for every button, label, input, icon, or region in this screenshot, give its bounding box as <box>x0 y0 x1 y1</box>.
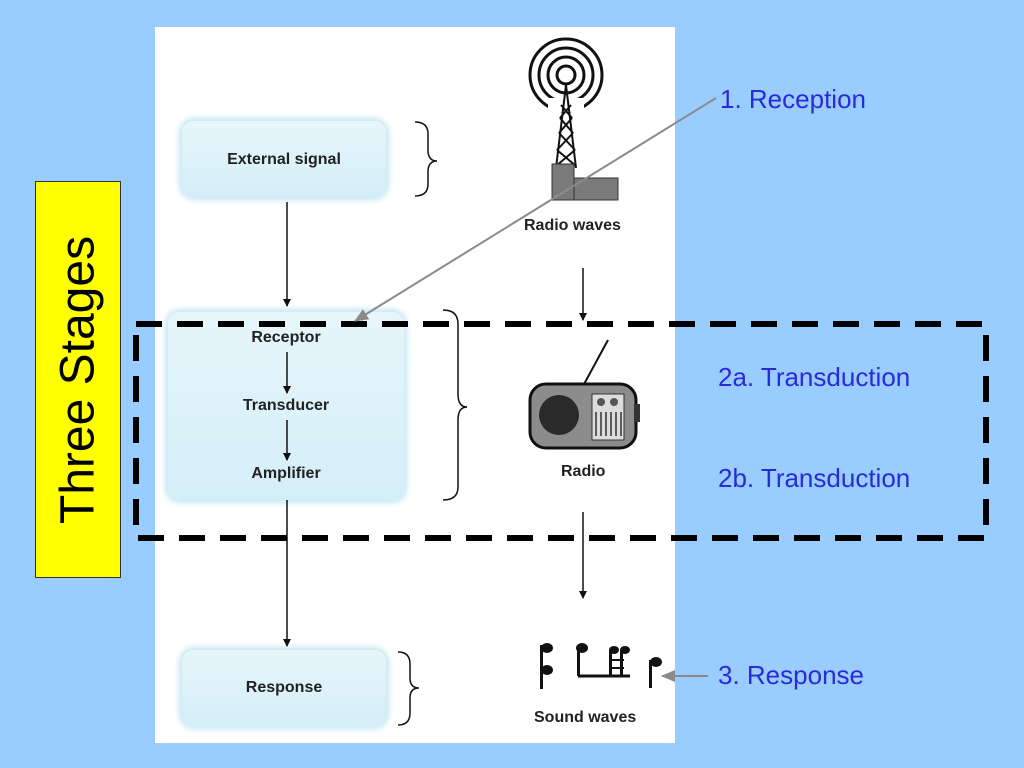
transduction-b-callout: 2b. Transduction <box>718 463 911 493</box>
response-label: Response <box>245 679 323 696</box>
radio-waves-label: Radio waves <box>524 217 621 234</box>
three-stages-text: Three Stages <box>51 235 105 524</box>
receptor-label: Receptor <box>251 329 321 346</box>
transduction-frame <box>133 321 989 541</box>
radio-tower-icon <box>528 37 619 201</box>
reception-callout: 1. Reception <box>720 84 866 114</box>
braces <box>397 121 468 726</box>
reception-pointer <box>354 97 717 322</box>
radio-label: Radio <box>561 463 606 480</box>
music-notes-icon <box>540 643 662 689</box>
sound-waves-label: Sound waves <box>534 709 637 726</box>
brace-transduction <box>442 309 468 501</box>
response-callout: 3. Response <box>718 660 864 690</box>
amplifier-label: Amplifier <box>251 465 321 482</box>
external-signal-box: External signal <box>182 121 386 197</box>
transduction-a-callout: 2a. Transduction <box>718 362 911 392</box>
brace-response <box>397 651 420 726</box>
response-box: Response <box>182 650 386 726</box>
transducer-label: Transducer <box>242 397 330 414</box>
brace-reception <box>414 121 438 197</box>
external-signal-label: External signal <box>227 151 341 168</box>
radio-icon <box>528 339 640 450</box>
three-stages-label: Three Stages <box>35 181 121 578</box>
signal-pathway-box: Receptor Transducer Amplifier <box>168 312 404 500</box>
